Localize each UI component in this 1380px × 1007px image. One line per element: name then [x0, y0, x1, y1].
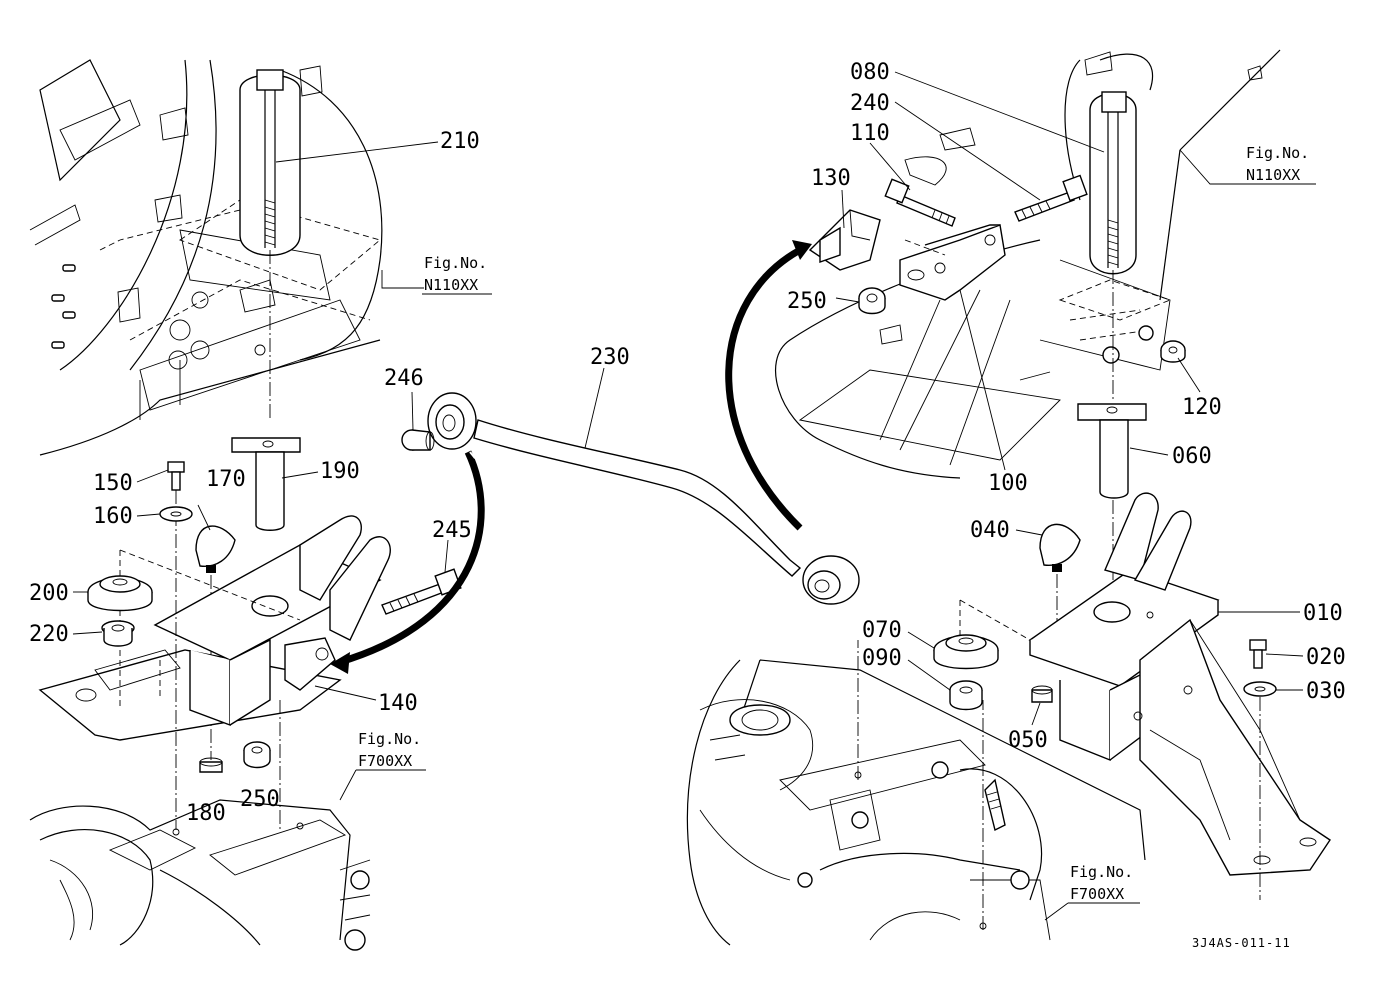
label-120: 120 [1182, 395, 1222, 420]
bolt-210 [239, 69, 301, 420]
fig-ref-f700-right: Fig.No. F700XX [1044, 863, 1140, 921]
label-030: 030 [1306, 679, 1346, 704]
nut-050 [1031, 685, 1053, 703]
label-090: 090 [862, 646, 902, 671]
clip-130 [808, 209, 881, 271]
label-010: 010 [1303, 601, 1343, 626]
label-160: 160 [93, 504, 133, 529]
bracket-010 [959, 492, 1331, 876]
label-050: 050 [1008, 728, 1048, 753]
label-130: 130 [811, 166, 851, 191]
nut-250-left [243, 700, 281, 830]
label-246: 246 [384, 366, 424, 391]
bolt-020 [1249, 639, 1267, 669]
fig-ref-n110-right: Fig.No. N110XX [1244, 144, 1316, 185]
label-240: 240 [850, 91, 890, 116]
nut-250-right [858, 287, 886, 315]
damper-070 [933, 634, 999, 670]
label-020: 020 [1306, 645, 1346, 670]
fig-ref-f700-left: Fig.No. F700XX [339, 730, 426, 801]
bracket-100 [899, 224, 1006, 301]
svg-text:N110XX: N110XX [424, 276, 478, 294]
bushing-246 [401, 429, 435, 451]
mount-pin-190 [231, 437, 301, 531]
label-230: 230 [590, 345, 630, 370]
rod-230 [427, 392, 860, 605]
label-140: 140 [378, 691, 418, 716]
nut-220 [101, 620, 135, 647]
drawing-code: 3J4AS-011-11 [1192, 936, 1291, 950]
bolt-150 [167, 461, 185, 830]
label-210: 210 [440, 129, 480, 154]
washer-030 [1243, 681, 1277, 900]
damper-200 [87, 575, 153, 612]
svg-text:N110XX: N110XX [1246, 166, 1300, 184]
label-200: 200 [29, 581, 69, 606]
label-170: 170 [206, 467, 246, 492]
nut-090 [949, 680, 983, 711]
label-040: 040 [970, 518, 1010, 543]
label-250-left: 250 [240, 787, 280, 812]
label-245: 245 [432, 518, 472, 543]
right-transmission [686, 640, 1146, 946]
leader-lines [72, 71, 1304, 726]
nut-120 [1160, 340, 1186, 363]
svg-text:Fig.No.: Fig.No. [1246, 144, 1309, 162]
fig-ref-n110-left: Fig.No. N110XX [424, 254, 487, 294]
svg-text:Fig.No.: Fig.No. [1070, 863, 1133, 881]
washer-160 [159, 506, 193, 522]
bolt-240 [1014, 174, 1088, 222]
svg-text:Fig.No.: Fig.No. [358, 730, 421, 748]
label-110: 110 [850, 121, 890, 146]
bolt-080 [1089, 91, 1137, 400]
bolt-110 [884, 178, 956, 227]
label-250-right: 250 [787, 289, 827, 314]
svg-text:Fig.No.: Fig.No. [424, 254, 487, 272]
label-150: 150 [93, 471, 133, 496]
nut-180 [199, 757, 223, 773]
stud-bolt [984, 778, 1006, 832]
figure-references: Fig.No. N110XX Fig.No. N110XX Fig.No. F7… [339, 144, 1316, 921]
right-frame-structure [775, 49, 1281, 479]
label-070: 070 [862, 618, 902, 643]
svg-text:F700XX: F700XX [358, 752, 412, 770]
label-180: 180 [186, 801, 226, 826]
assembly-arrow-right [725, 240, 812, 531]
bracket-140 [38, 515, 391, 741]
svg-text:F700XX: F700XX [1070, 885, 1124, 903]
stud-set [51, 264, 76, 349]
assembly-arrow-left [330, 450, 493, 674]
label-190: 190 [320, 459, 360, 484]
label-100: 100 [988, 471, 1028, 496]
label-220: 220 [29, 622, 69, 647]
label-060: 060 [1172, 444, 1212, 469]
part-number-labels: 210 190 170 150 160 200 220 140 180 250 … [29, 60, 1346, 826]
left-transmission [29, 799, 371, 951]
label-080: 080 [850, 60, 890, 85]
left-frame-structure [29, 59, 383, 456]
